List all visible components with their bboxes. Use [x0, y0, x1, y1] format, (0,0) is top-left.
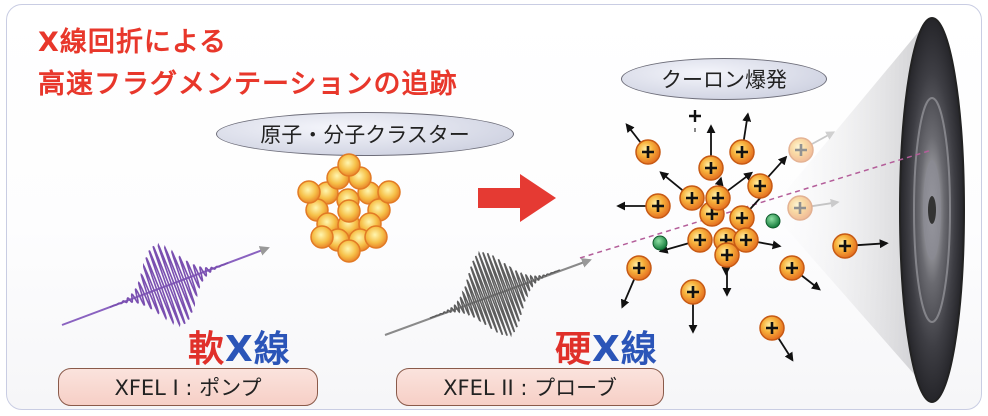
soft-xray-pulse-icon: [61, 242, 270, 328]
ion-arrow: [727, 171, 754, 192]
plus-icon: [766, 322, 778, 334]
plus-icon: [687, 286, 699, 298]
ion-arrow: [658, 242, 689, 254]
plus-icon: [786, 262, 798, 274]
ion-arrow: [856, 239, 889, 249]
plus-icon: [633, 262, 645, 274]
plus-icon: [686, 192, 698, 204]
cluster-label: 原子・分子クラスター: [216, 112, 514, 156]
atom: [337, 239, 361, 263]
ion-arrow: [742, 112, 752, 141]
title-line-1: X線回折による: [38, 27, 228, 58]
ion: [705, 171, 754, 211]
hard-kanji: 硬: [555, 329, 593, 370]
atom: [337, 153, 361, 177]
ion-arrow: [659, 171, 684, 192]
beam-line: [579, 149, 933, 259]
atom: [337, 199, 361, 223]
ion: [659, 171, 705, 211]
atom: [377, 180, 401, 204]
plus-icon: [740, 234, 752, 246]
ion-arrow: [625, 123, 642, 144]
ion: [698, 124, 724, 181]
ion: [733, 227, 782, 253]
ion-group: [616, 110, 889, 362]
neutral-atom: [652, 235, 668, 251]
ion-arrow: [767, 155, 788, 178]
soft-xray-label: 軟X線: [188, 320, 291, 372]
soft-kanji: 軟: [188, 329, 226, 370]
hard-xray-pulse-icon: [384, 250, 592, 338]
ion: [620, 255, 652, 309]
ion-arrow: [777, 337, 794, 362]
ion: [625, 123, 661, 165]
right-arrow-icon: [478, 174, 556, 222]
ion: [779, 255, 821, 291]
ion: [787, 195, 840, 221]
hard-x: X: [592, 329, 621, 370]
soft-sen: 線: [253, 329, 291, 370]
plus-icon: [839, 240, 851, 252]
ion: [714, 242, 740, 297]
ion-arrow: [811, 131, 836, 146]
plus-icon: [754, 180, 766, 192]
plus-icon: [736, 212, 748, 224]
atom: [310, 225, 334, 249]
ion: [747, 155, 788, 199]
plus-icon: [795, 144, 807, 156]
ion: [788, 131, 836, 163]
plus-icon: [705, 162, 717, 174]
ion-ball: [787, 195, 813, 221]
ion-arrow: [800, 274, 821, 291]
ion-arrow: [811, 198, 840, 208]
plus-icon: [712, 192, 724, 204]
ion: [759, 315, 794, 362]
ion: [616, 193, 671, 219]
plus-icon: [652, 200, 664, 212]
detector-icon: [899, 17, 965, 403]
ion: [680, 279, 706, 334]
ion-arrow: [757, 240, 782, 250]
neutral-atom: [765, 213, 781, 229]
ion: [832, 233, 889, 259]
ion: [658, 227, 713, 254]
plus-icon: [736, 146, 748, 158]
coulomb-explosion-label: クーロン爆発: [621, 58, 827, 100]
plus-icon: [706, 208, 718, 220]
hard-xray-label: 硬X線: [555, 320, 658, 372]
ion-arrow: [620, 278, 636, 309]
plus-icon: [689, 110, 701, 122]
atom: [364, 225, 388, 249]
atom: [297, 180, 321, 204]
title-line-2: 高速フラグメンテーションの追跡: [38, 69, 458, 100]
plus-icon: [794, 202, 806, 214]
hard-sen: 線: [620, 329, 658, 370]
plus-icon: [721, 249, 733, 261]
probe-label: XFEL II : プローブ: [396, 368, 664, 406]
plus-icon: [694, 234, 706, 246]
ion: [729, 112, 755, 165]
scatter-cone: [770, 18, 935, 398]
plus-icon: [642, 146, 654, 158]
pump-label: XFEL I : ポンプ: [58, 368, 318, 406]
soft-x: X: [225, 329, 254, 370]
atom-cluster-icon: [297, 153, 401, 263]
ion-ball: [788, 137, 814, 163]
